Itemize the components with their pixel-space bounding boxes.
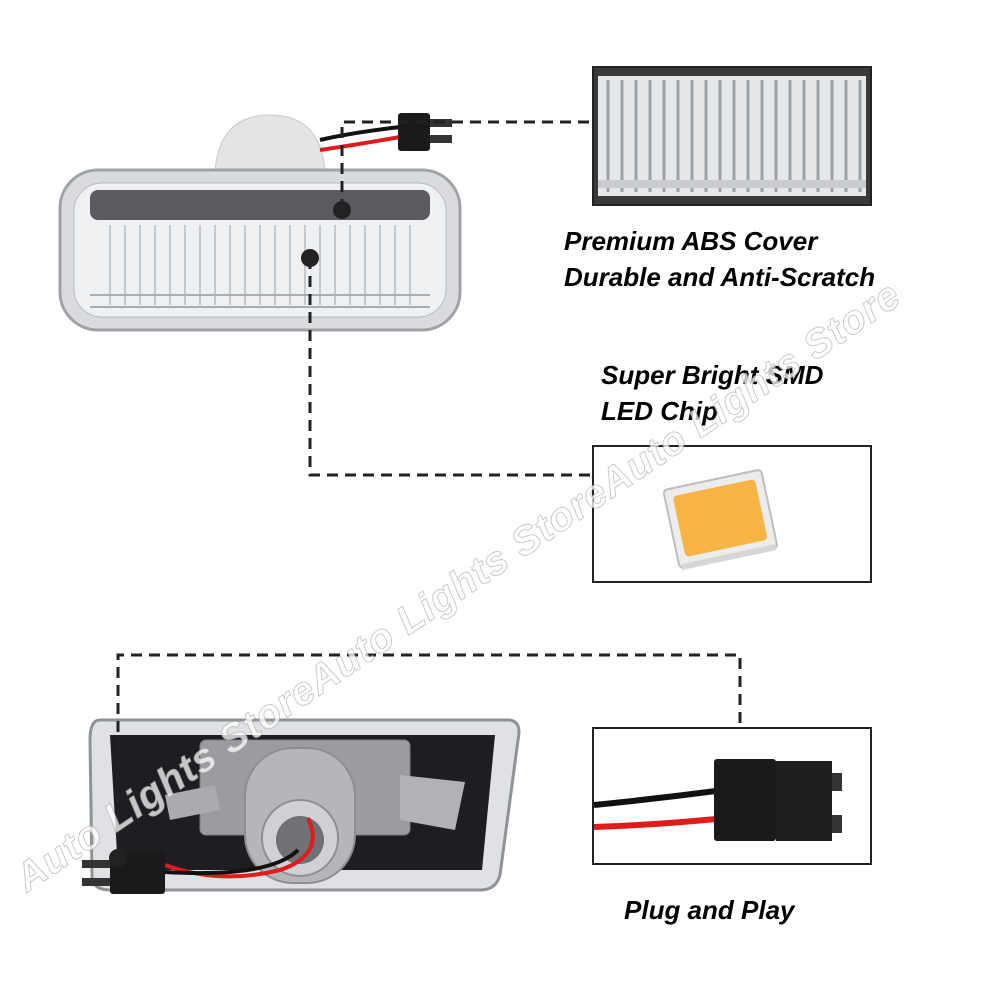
led-caption-line2: LED Chip <box>601 396 718 426</box>
smd-led-chip-icon <box>662 469 778 571</box>
led-caption-line1: Super Bright SMD <box>601 360 824 390</box>
cover-caption-line1: Premium ABS Cover <box>564 226 818 256</box>
cover-caption-line2: Durable and Anti-Scratch <box>564 262 876 292</box>
pointer-dot <box>109 849 127 867</box>
led-detail-box <box>592 445 872 583</box>
pointer-dot <box>333 201 351 219</box>
cover-detail-box <box>592 66 872 206</box>
pointer-dot <box>301 249 319 267</box>
side-marker-lamp-back-icon <box>82 718 521 894</box>
lens-ribs-closeup-icon <box>594 68 870 204</box>
plug-caption: Plug and Play <box>624 895 795 925</box>
wire-connector-icon <box>594 759 842 841</box>
plug-detail-box <box>592 727 872 865</box>
